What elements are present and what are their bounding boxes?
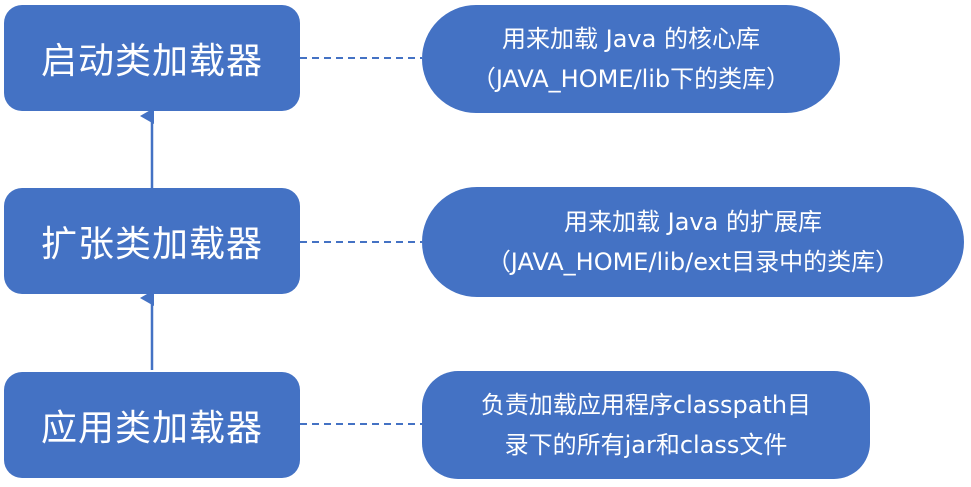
extension-loader-label: 扩张类加载器 [40, 224, 263, 265]
bootstrap-desc-line2: （JAVA_HOME/lib下的类库） [471, 65, 791, 93]
bootstrap-loader-box: 启动类加载器 [4, 5, 300, 111]
extension-desc-line2: （JAVA_HOME/lib/ext目录中的类库） [486, 248, 900, 276]
application-loader-box: 应用类加载器 [4, 372, 300, 478]
application-desc-line1: 负责加载应用程序classpath目 [480, 391, 812, 419]
application-loader-label: 应用类加载器 [40, 408, 263, 449]
bootstrap-loader-description: 用来加载 Java 的核心库 （JAVA_HOME/lib下的类库） [422, 5, 840, 113]
extension-loader-description: 用来加载 Java 的扩展库 （JAVA_HOME/lib/ext目录中的类库） [422, 187, 964, 297]
extension-loader-box: 扩张类加载器 [4, 188, 300, 294]
extension-desc-line1: 用来加载 Java 的扩展库 [564, 208, 822, 236]
application-desc-line2: 录下的所有jar和class文件 [504, 431, 788, 459]
application-loader-description: 负责加载应用程序classpath目 录下的所有jar和class文件 [422, 371, 870, 479]
bootstrap-loader-label: 启动类加载器 [40, 41, 263, 82]
bootstrap-desc-line1: 用来加载 Java 的核心库 [502, 25, 760, 53]
